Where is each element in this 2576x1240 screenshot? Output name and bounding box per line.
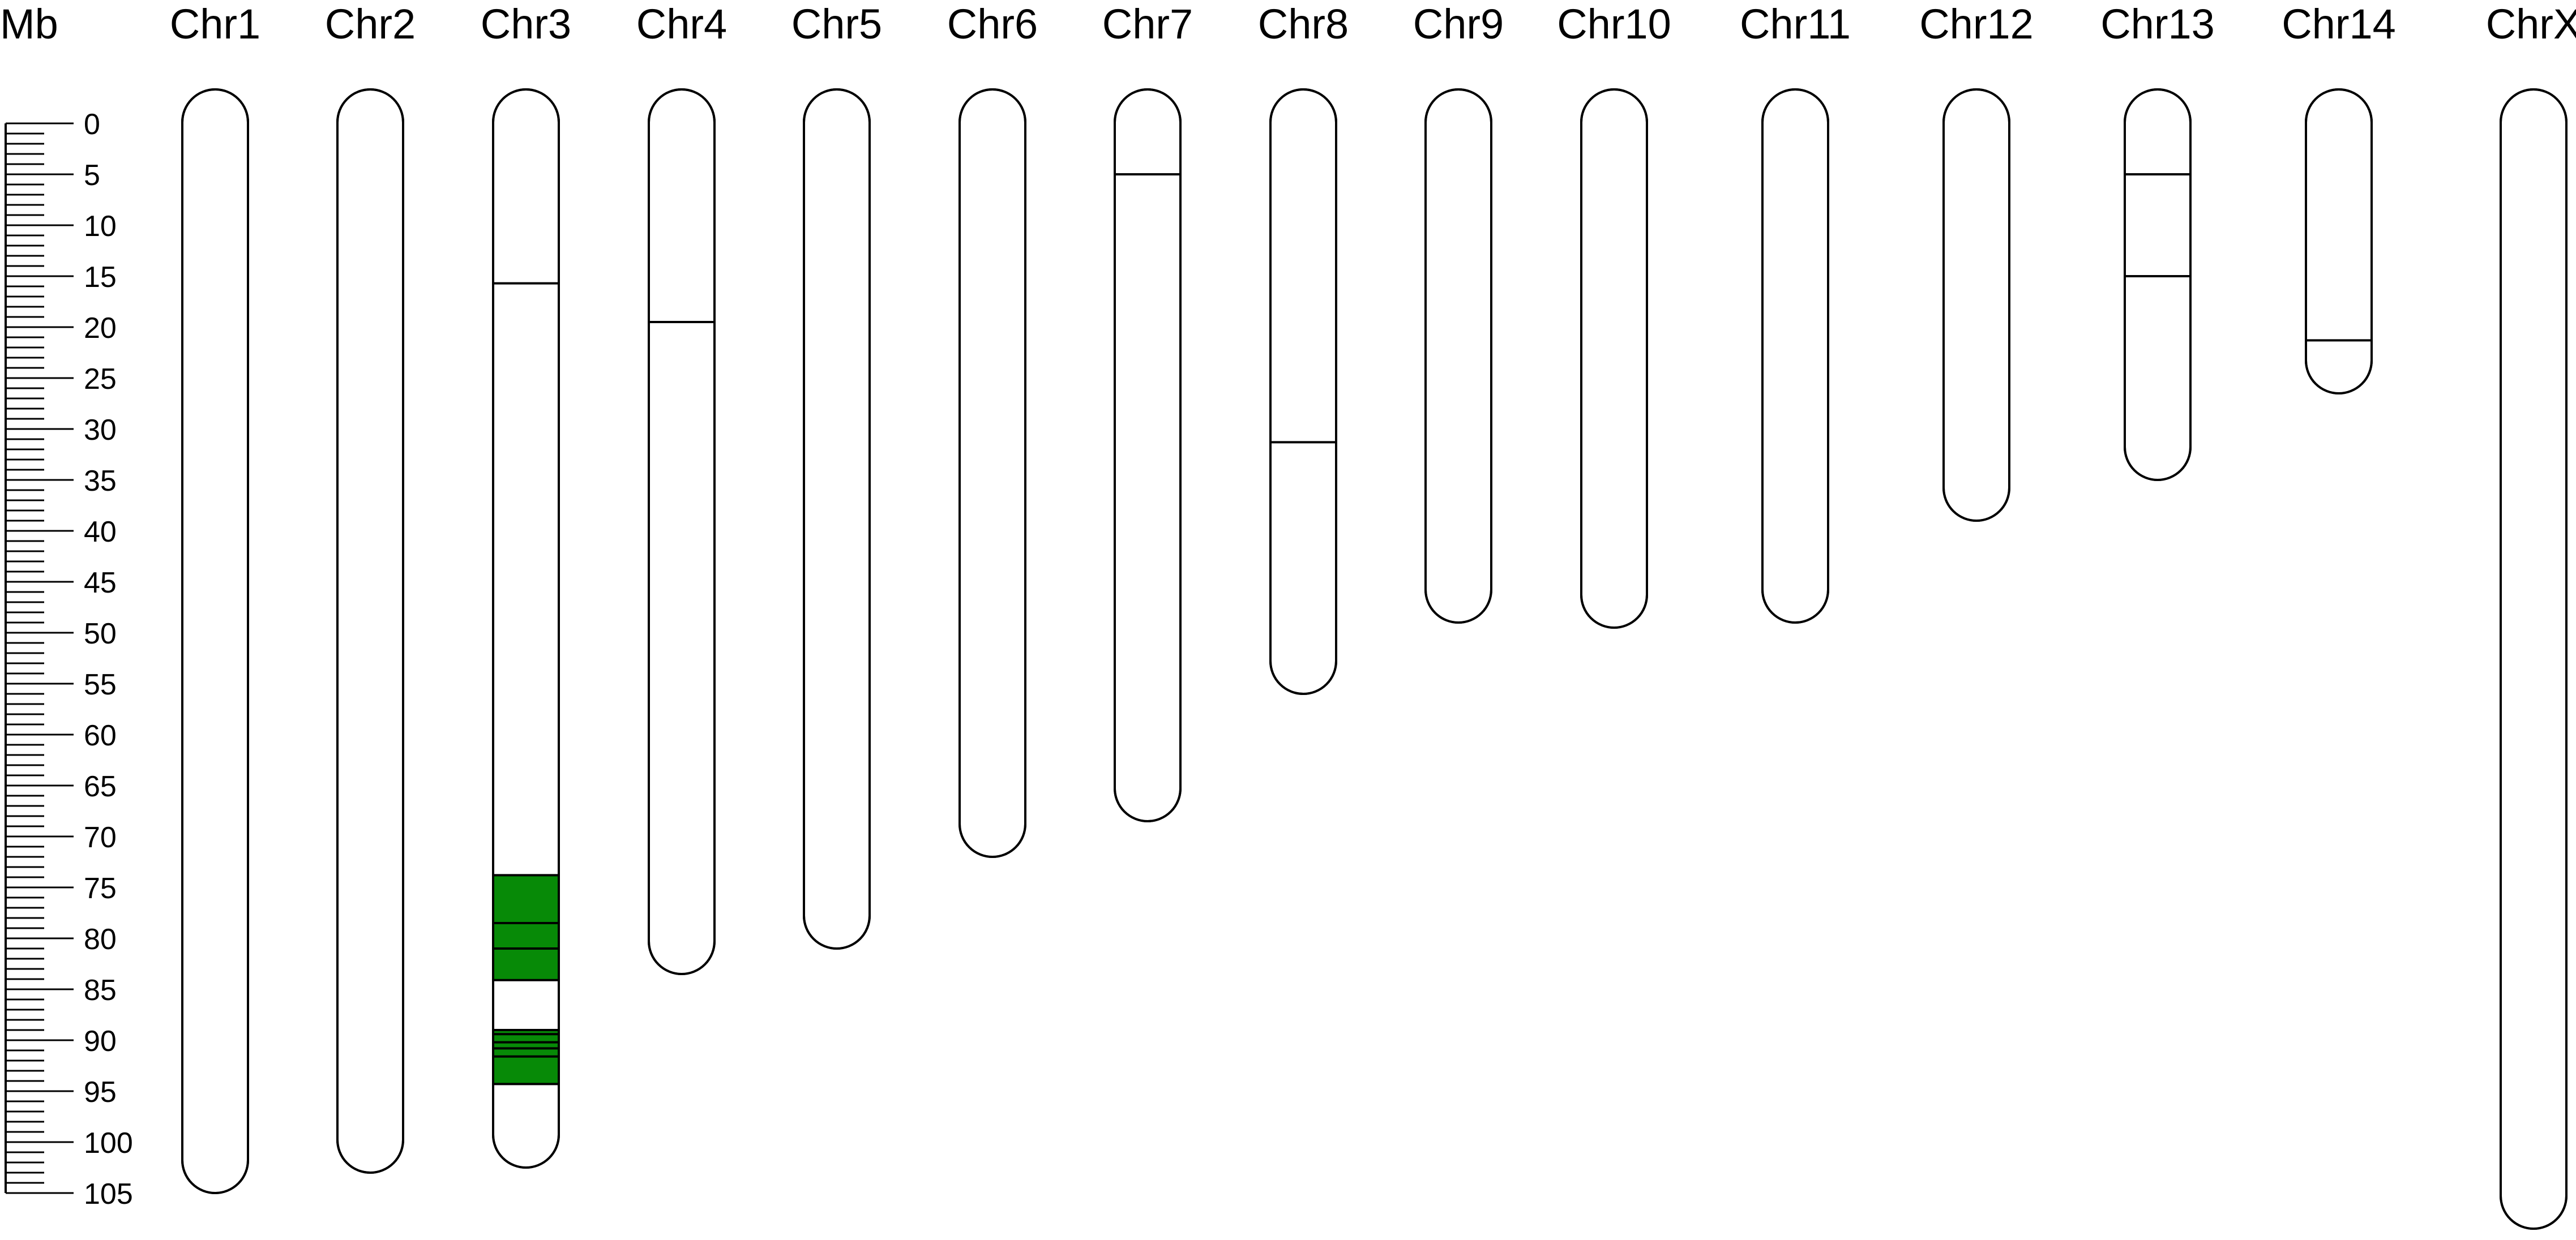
chromosome-label: Chr6 bbox=[947, 1, 1038, 48]
scale-tick-label: 50 bbox=[84, 617, 117, 650]
scale-tick-label: 100 bbox=[84, 1127, 133, 1160]
scale-tick-label: 20 bbox=[84, 312, 117, 345]
chromosome-label: Chr13 bbox=[2100, 1, 2215, 48]
chromosome-chr12: Chr12 bbox=[1919, 1, 2034, 522]
chromosome-chr11: Chr11 bbox=[1740, 1, 1851, 624]
chromosome-label: Chr10 bbox=[1557, 1, 1671, 48]
scale-tick-label: 65 bbox=[84, 770, 117, 803]
chromosome-body bbox=[2305, 88, 2373, 394]
chromosome-label: Chr11 bbox=[1740, 1, 1851, 48]
chromosome-label: Chr12 bbox=[1919, 1, 2034, 48]
scale-unit-label: Mb bbox=[0, 1, 58, 48]
scale-tick-label: 95 bbox=[84, 1076, 117, 1109]
chromosome-chr8: Chr8 bbox=[1258, 1, 1349, 695]
chromosome-body bbox=[1424, 88, 1492, 624]
chromosome-body bbox=[2124, 88, 2192, 481]
chromosome-chr13: Chr13 bbox=[2100, 1, 2215, 481]
chromosome-body bbox=[648, 88, 716, 975]
chromosome-body bbox=[2500, 88, 2568, 1230]
chromosome-chrx: ChrX bbox=[2486, 1, 2576, 1230]
chromosome-body bbox=[336, 88, 404, 1174]
scale-tick-label: 105 bbox=[84, 1178, 133, 1211]
chromosome-label: Chr14 bbox=[2282, 1, 2396, 48]
chromosome-outline bbox=[336, 88, 404, 1174]
chromosome-chr4: Chr4 bbox=[636, 1, 727, 975]
chromosome-outline bbox=[492, 88, 560, 1169]
scale-tick-label: 10 bbox=[84, 210, 117, 243]
scale-tick-label: 15 bbox=[84, 261, 117, 294]
chromosome-body bbox=[1269, 88, 1337, 695]
chromosome-body bbox=[803, 88, 871, 950]
scale-tick-label: 85 bbox=[84, 974, 117, 1007]
chromosome-label: Chr3 bbox=[481, 1, 571, 48]
chromosome-body bbox=[1942, 88, 2010, 522]
chromosome-outline bbox=[1114, 88, 1182, 822]
scale-ruler: 0 5 10 15 20 25 30 35 40 45 50 55 60 65 70 75 80 85 90 95 10… bbox=[5, 108, 133, 1211]
chromosome-outline bbox=[803, 88, 871, 950]
scale-tick-label: 30 bbox=[84, 414, 117, 447]
chromosome-outline bbox=[1761, 88, 1829, 624]
chromosome-chr9: Chr9 bbox=[1413, 1, 1504, 624]
chromosome-outline bbox=[1942, 88, 2010, 522]
chromosome-chr10: Chr10 bbox=[1557, 1, 1671, 629]
chromosome-label: Chr7 bbox=[1102, 1, 1193, 48]
chromosome-body bbox=[492, 88, 560, 1169]
chromosome-outline bbox=[1269, 88, 1337, 695]
scale-tick-label: 5 bbox=[84, 159, 100, 192]
chromosome-chr6: Chr6 bbox=[947, 1, 1038, 858]
chromosome-label: Chr4 bbox=[636, 1, 727, 48]
chromosome-outline bbox=[2124, 88, 2192, 481]
chromosome-set: Chr1 Chr2 Chr3 Chr4 Chr5 Chr6 Chr7 Chr8 Chr9 Chr1… bbox=[170, 1, 2576, 1230]
chromosome-chr7: Chr7 bbox=[1102, 1, 1193, 822]
scale-tick-label: 40 bbox=[84, 516, 117, 548]
highlighted-region bbox=[493, 874, 559, 981]
chromosome-label: Chr8 bbox=[1258, 1, 1349, 48]
chromosome-body bbox=[1114, 88, 1182, 822]
chromosome-label: Chr9 bbox=[1413, 1, 1504, 48]
chromosome-body bbox=[181, 88, 249, 1194]
scale-tick-label: 75 bbox=[84, 872, 117, 905]
scale-tick-label: 25 bbox=[84, 363, 117, 396]
chromosome-outline bbox=[2500, 88, 2568, 1230]
chromosome-outline bbox=[648, 88, 716, 975]
chromosome-body bbox=[1580, 88, 1648, 629]
scale-tick-label: 35 bbox=[84, 465, 117, 497]
chromosome-label: ChrX bbox=[2486, 1, 2576, 48]
chromosome-chr5: Chr5 bbox=[791, 1, 882, 950]
scale-tick-label: 90 bbox=[84, 1025, 117, 1058]
chromosome-label: Chr1 bbox=[170, 1, 260, 48]
scale-tick-label: 80 bbox=[84, 923, 117, 956]
scale-tick-label: 60 bbox=[84, 719, 117, 752]
chromosome-label: Chr2 bbox=[325, 1, 416, 48]
chromosome-outline bbox=[2305, 88, 2373, 394]
scale-tick-label: 0 bbox=[84, 108, 100, 141]
chromosome-label: Chr5 bbox=[791, 1, 882, 48]
scale-tick-label: 55 bbox=[84, 668, 117, 701]
chromosome-body bbox=[958, 88, 1026, 858]
scale-tick-label: 45 bbox=[84, 567, 117, 599]
chromosome-body bbox=[1761, 88, 1829, 624]
chromosome-chr14: Chr14 bbox=[2282, 1, 2396, 394]
chromosome-outline bbox=[1424, 88, 1492, 624]
chromosome-outline bbox=[181, 88, 249, 1194]
scale-tick-label: 70 bbox=[84, 821, 117, 854]
chromosome-outline bbox=[958, 88, 1026, 858]
chromosome-chr2: Chr2 bbox=[325, 1, 416, 1174]
chromosome-outline bbox=[1580, 88, 1648, 629]
chromosome-chr3: Chr3 bbox=[481, 1, 571, 1169]
chromosome-chr1: Chr1 bbox=[170, 1, 260, 1194]
